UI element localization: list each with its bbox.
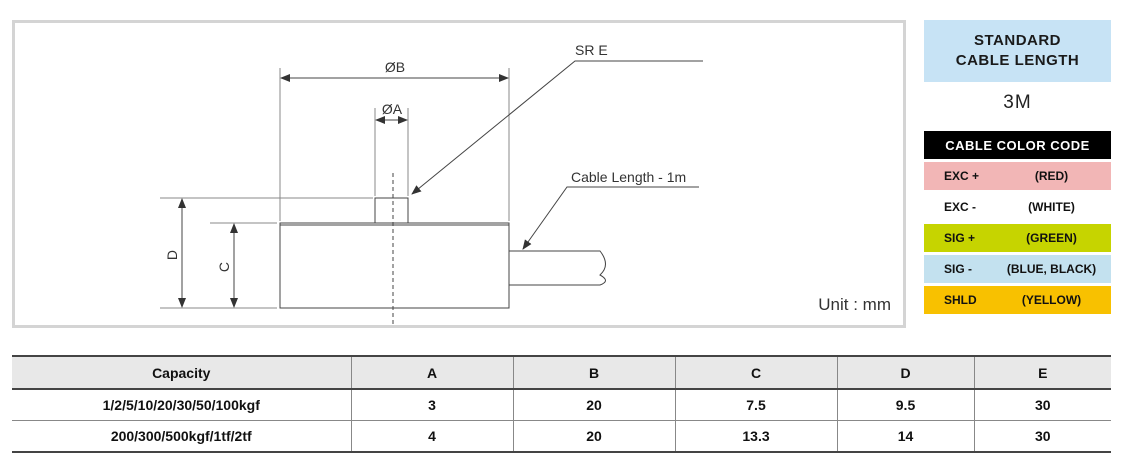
table-cell: 13.3 <box>674 420 838 453</box>
wire-color: (RED) <box>1034 169 1069 183</box>
unit-label: Unit : mm <box>818 295 891 314</box>
table-cell: 3 <box>350 389 514 421</box>
column-header: E <box>973 355 1111 390</box>
side-panel: STANDARD CABLE LENGTH 3M CABLE COLOR COD… <box>924 20 1111 317</box>
color-row: SHLD (YELLOW) <box>924 286 1111 314</box>
table-cell: 20 <box>512 420 676 453</box>
column-header: Capacity <box>12 355 352 390</box>
drawing-panel: ØB ØA SR E Cable Length - 1m D C Unit : … <box>12 20 906 328</box>
wire-color: (BLUE, BLACK) <box>1006 262 1097 276</box>
column-header: C <box>674 355 838 390</box>
color-row: SIG + (GREEN) <box>924 224 1111 252</box>
signal-name: SIG - <box>944 262 973 276</box>
table-cell: 1/2/5/10/20/30/50/100kgf <box>12 389 352 421</box>
table-cell: 7.5 <box>674 389 838 421</box>
table-header-row: Capacity A B C D E <box>12 355 1111 390</box>
signal-name: EXC - <box>944 200 977 214</box>
standard-cable-length-value: 3M <box>1003 92 1032 113</box>
column-header: D <box>836 355 975 390</box>
table-cell: 14 <box>836 420 975 453</box>
leader-sre <box>411 60 703 195</box>
standard-cable-length-header: STANDARD CABLE LENGTH <box>924 20 1111 82</box>
table-cell: 4 <box>350 420 514 453</box>
label-sre: SR E <box>575 42 608 58</box>
cable-outline <box>509 250 606 286</box>
column-header: B <box>512 355 676 390</box>
table-cell: 30 <box>973 389 1111 421</box>
table-row: 1/2/5/10/20/30/50/100kgf 3 20 7.5 9.5 30 <box>12 389 1111 421</box>
leader-cable <box>522 186 699 250</box>
label-cable-length: Cable Length - 1m <box>571 169 686 185</box>
wire-color: (GREEN) <box>1026 231 1077 245</box>
color-row: EXC - (WHITE) <box>924 193 1111 221</box>
cable-color-code-table: CABLE COLOR CODE EXC + (RED) EXC - (WHIT… <box>924 128 1111 317</box>
signal-name: SIG + <box>944 231 976 245</box>
wire-color: (YELLOW) <box>1021 293 1082 307</box>
load-cell-button <box>374 197 409 224</box>
table-cell: 200/300/500kgf/1tf/2tf <box>12 420 352 453</box>
dimension-spec-table: Capacity A B C D E 1/2/5/10/20/30/50/100… <box>12 355 1111 453</box>
signal-name: SHLD <box>944 293 977 307</box>
color-row: EXC + (RED) <box>924 162 1111 190</box>
standard-cable-title-line1: STANDARD <box>973 32 1062 49</box>
table-row: 200/300/500kgf/1tf/2tf 4 20 13.3 14 30 <box>12 420 1111 453</box>
table-cell: 20 <box>512 389 676 421</box>
color-row: SIG - (BLUE, BLACK) <box>924 255 1111 283</box>
standard-cable-title-line2: CABLE LENGTH <box>955 52 1080 69</box>
cable-color-code-title: CABLE COLOR CODE <box>924 131 1111 159</box>
load-cell-dimension-drawing: ØB ØA SR E Cable Length - 1m D C <box>160 42 703 325</box>
column-header: A <box>350 355 514 390</box>
table-cell: 9.5 <box>836 389 975 421</box>
wire-color: (WHITE) <box>1028 200 1075 214</box>
label-D: D <box>164 250 180 260</box>
load-cell-body <box>279 222 510 309</box>
label-C: C <box>216 262 232 272</box>
signal-name: EXC + <box>944 169 980 183</box>
table-cell: 30 <box>973 420 1111 453</box>
label-B: ØB <box>385 59 405 75</box>
label-A: ØA <box>382 101 403 117</box>
